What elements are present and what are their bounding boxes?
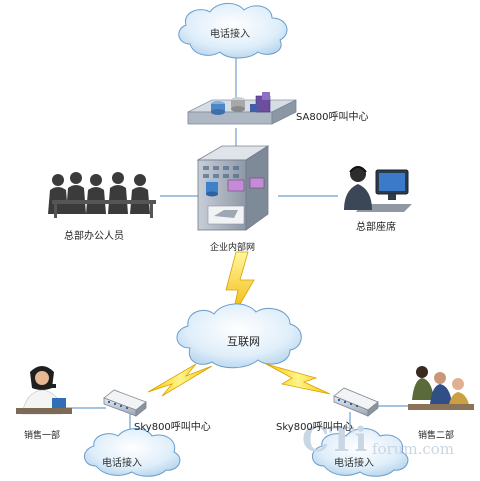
sales-dept-1-icon — [16, 366, 72, 415]
staff-person — [108, 172, 128, 214]
sales-dept-2-label: 销售二部 — [418, 431, 455, 441]
staff-person — [48, 174, 68, 214]
sky800-left-switch-icon — [103, 389, 147, 417]
staff-person — [86, 174, 106, 214]
sa800-call-center-icon — [187, 92, 297, 125]
staff-person — [130, 174, 150, 214]
lightning-bolt-left-icon — [147, 363, 213, 397]
office-building-icon — [196, 145, 270, 231]
sa800-label: SA800呼叫中心 — [296, 112, 369, 123]
lightning-bolt-right-icon — [265, 363, 331, 395]
internet-cloud — [176, 303, 302, 369]
cloud-top-label: 电话接入 — [210, 29, 250, 40]
sky800-right-switch-icon — [333, 387, 379, 417]
hq-office-label: 总部办公人员 — [64, 231, 124, 242]
hq-agent-label: 总部座席 — [356, 222, 396, 233]
watermark-domain: forum.com — [372, 440, 455, 458]
internet-label: 互联网 — [227, 335, 260, 348]
lightning-bolt-icon — [225, 251, 255, 319]
cloud-bottom-right-label: 电话接入 — [334, 458, 374, 469]
sky800-right-label: Sky800呼叫中心 — [276, 422, 353, 433]
cloud-bottom-right — [312, 428, 409, 477]
sky800-left-label: Sky800呼叫中心 — [134, 422, 211, 433]
sales-dept-1-label: 销售一部 — [24, 431, 61, 441]
office-staff-icon — [48, 172, 156, 218]
cloud-bottom-left-label: 电话接入 — [102, 458, 142, 469]
intranet-label: 企业内部网 — [210, 243, 256, 253]
hq-agent-icon — [344, 166, 412, 212]
cloud-bottom-left — [84, 428, 181, 477]
watermark-logo: CTi — [302, 420, 368, 460]
staff-person — [66, 172, 86, 214]
sales-dept-2-icon — [408, 366, 474, 410]
cloud-top — [178, 3, 288, 59]
